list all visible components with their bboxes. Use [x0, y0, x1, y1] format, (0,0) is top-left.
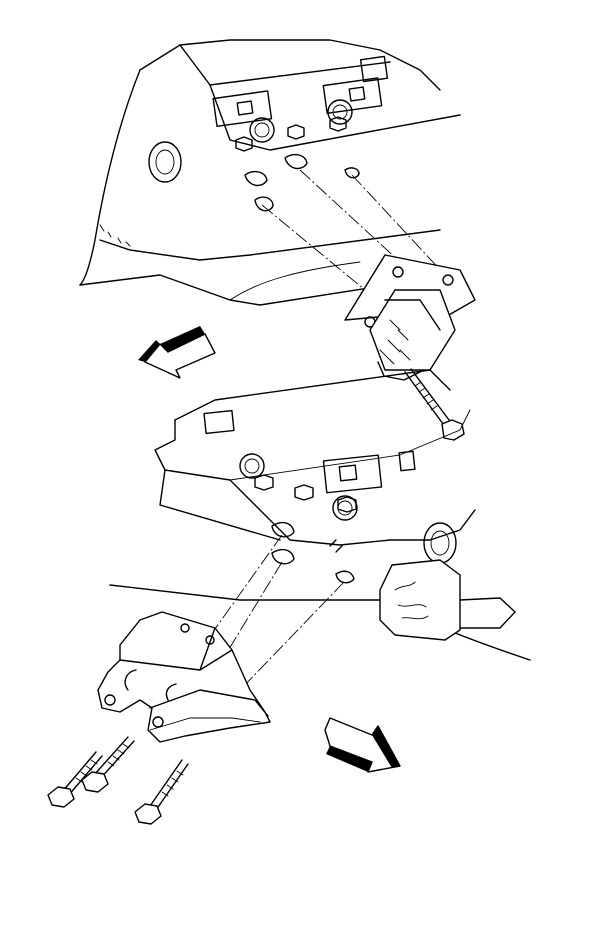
- front-direction-arrow: [138, 326, 216, 379]
- engine-block-upper: [79, 39, 461, 306]
- bracket-bolt-2: [81, 736, 135, 793]
- engine-mount-bracket: [97, 611, 271, 743]
- bracket-bolt-1: [47, 751, 103, 808]
- motor-mount-upper: [344, 254, 476, 381]
- motor-mount-bolt: [404, 368, 465, 441]
- rear-direction-arrow: [324, 717, 401, 773]
- engine-block-lower: [109, 369, 531, 661]
- upper-alignment-lines: [261, 169, 446, 291]
- bracket-bolt-3: [134, 759, 189, 825]
